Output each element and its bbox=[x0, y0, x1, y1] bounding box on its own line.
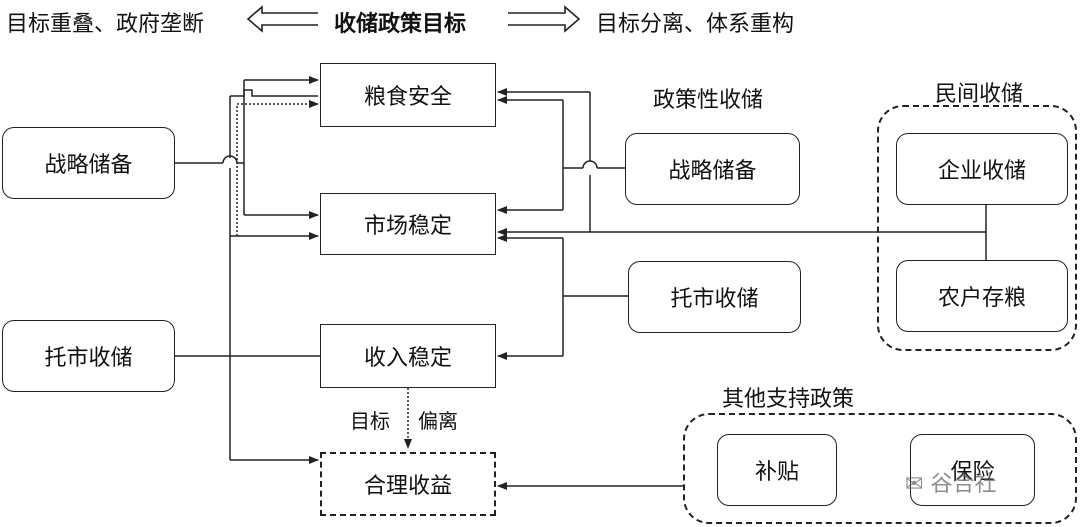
header-left-double-arrow bbox=[246, 5, 318, 33]
private-storage-group bbox=[877, 105, 1077, 351]
right-policy-connectors bbox=[497, 88, 628, 360]
other-insurance-label: 保险 bbox=[950, 460, 995, 485]
goal-income-stability: 收入稳定 bbox=[320, 324, 496, 388]
header-right-text: 目标分离、体系重构 bbox=[596, 12, 795, 37]
watermark: ✉ 谷合社 bbox=[905, 466, 996, 498]
private-farmer-storage-label: 农户存粮 bbox=[937, 286, 1026, 311]
other-subsidy: 补贴 bbox=[717, 434, 837, 506]
other-subsidy-label: 补贴 bbox=[754, 460, 799, 485]
goal-market-stability-label: 市场稳定 bbox=[363, 214, 452, 239]
wechat-icon: ✉ bbox=[905, 472, 924, 497]
other-insurance: 保险 bbox=[910, 434, 1035, 506]
deviation-label-left: 目标 bbox=[350, 409, 390, 433]
goal-reasonable-return: 合理收益 bbox=[320, 452, 496, 516]
header-left-text: 目标重叠、政府垄断 bbox=[6, 12, 205, 37]
goal-income-stability-label: 收入稳定 bbox=[363, 346, 452, 371]
left-strategic-reserve-label: 战略储备 bbox=[44, 153, 133, 178]
goal-market-stability: 市场稳定 bbox=[320, 193, 496, 255]
policy-market-support: 托市收储 bbox=[628, 261, 801, 333]
goal-reasonable-return-label: 合理收益 bbox=[363, 474, 452, 499]
left-strategic-connectors bbox=[175, 76, 319, 219]
watermark-text: 谷合社 bbox=[930, 472, 997, 497]
private-storage-title: 民间收储 bbox=[935, 82, 1024, 107]
header-center-text: 收储政策目标 bbox=[334, 12, 467, 37]
left-market-support: 托市收储 bbox=[2, 320, 175, 392]
left-market-support-connectors bbox=[175, 89, 320, 464]
private-enterprise-storage: 企业收储 bbox=[896, 133, 1068, 205]
private-farmer-storage: 农户存粮 bbox=[896, 260, 1068, 332]
left-market-support-label: 托市收储 bbox=[44, 346, 133, 371]
left-strategic-reserve: 战略储备 bbox=[2, 127, 175, 199]
policy-strategic-reserve: 战略储备 bbox=[625, 133, 800, 205]
dotted-to-food-security bbox=[236, 100, 319, 236]
policy-storage-title: 政策性收储 bbox=[653, 88, 764, 113]
policy-market-support-label: 托市收储 bbox=[670, 287, 759, 312]
header-right-double-arrow bbox=[508, 5, 581, 33]
private-enterprise-storage-label: 企业收储 bbox=[937, 159, 1026, 184]
other-support-group bbox=[683, 413, 1077, 524]
deviation-label-right: 偏离 bbox=[418, 409, 458, 433]
private-storage-connector bbox=[497, 204, 987, 260]
other-support-title: 其他支持政策 bbox=[722, 387, 855, 412]
goal-food-security: 粮食安全 bbox=[320, 63, 496, 127]
policy-strategic-reserve-label: 战略储备 bbox=[668, 159, 757, 184]
goal-food-security-label: 粮食安全 bbox=[363, 85, 452, 110]
